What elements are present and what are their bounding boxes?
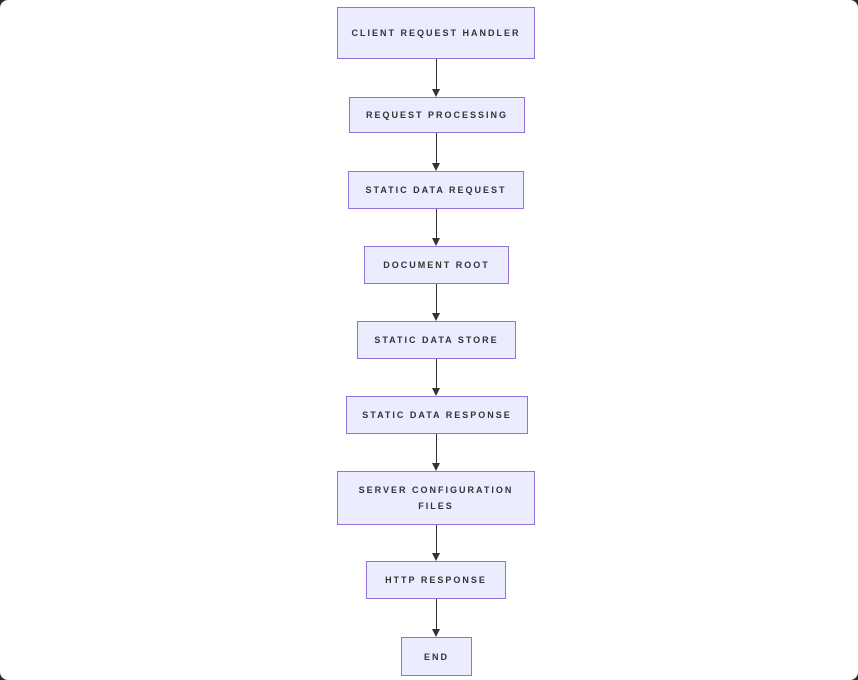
node-label: END [423, 651, 449, 662]
flow-node-request-processing: REQUEST PROCESSING [349, 97, 525, 133]
flow-arrow [430, 599, 443, 637]
flow-node-http-response: HTTP RESPONSE [366, 561, 506, 599]
flow-node-end: END [401, 637, 472, 676]
node-label: STATIC DATA STORE [374, 335, 499, 345]
arrow-line [436, 525, 437, 554]
arrow-line [436, 359, 437, 389]
node-label: HTTP RESPONSE [385, 575, 487, 585]
flow-node-server-configuration-files: SERVER CONFIGURATION FILES [337, 471, 535, 525]
flow-arrow [430, 434, 443, 471]
flow-arrow [430, 209, 443, 246]
flow-node-static-data-response: STATIC DATA RESPONSE [346, 396, 528, 434]
arrow-head-icon [432, 313, 440, 321]
arrow-line [436, 133, 437, 164]
node-label: STATIC DATA REQUEST [365, 185, 507, 195]
arrow-line [436, 209, 437, 239]
arrow-line [436, 284, 437, 314]
arrow-line [436, 59, 437, 90]
arrow-line [436, 599, 437, 630]
flow-arrow [430, 59, 443, 97]
flow-node-client-request-handler: CLIENT REQUEST HANDLER [337, 7, 535, 59]
flow-node-document-root: DOCUMENT ROOT [364, 246, 509, 284]
arrow-line [436, 434, 437, 464]
arrow-head-icon [432, 388, 440, 396]
arrow-head-icon [432, 553, 440, 561]
arrow-head-icon [432, 163, 440, 171]
node-label: DOCUMENT ROOT [383, 260, 490, 270]
node-label: STATIC DATA RESPONSE [362, 410, 512, 420]
flow-arrow [430, 525, 443, 561]
arrow-head-icon [432, 89, 440, 97]
node-label: SERVER CONFIGURATION FILES [358, 485, 514, 511]
flow-node-static-data-store: STATIC DATA STORE [357, 321, 516, 359]
node-label: REQUEST PROCESSING [365, 110, 509, 120]
flow-arrow [430, 284, 443, 321]
flow-arrow [430, 359, 443, 396]
flow-node-static-data-request: STATIC DATA REQUEST [348, 171, 524, 209]
flow-arrow [430, 133, 443, 171]
arrow-head-icon [432, 629, 440, 637]
node-label: CLIENT REQUEST HANDLER [351, 28, 521, 38]
arrow-head-icon [432, 238, 440, 246]
arrow-head-icon [432, 463, 440, 471]
